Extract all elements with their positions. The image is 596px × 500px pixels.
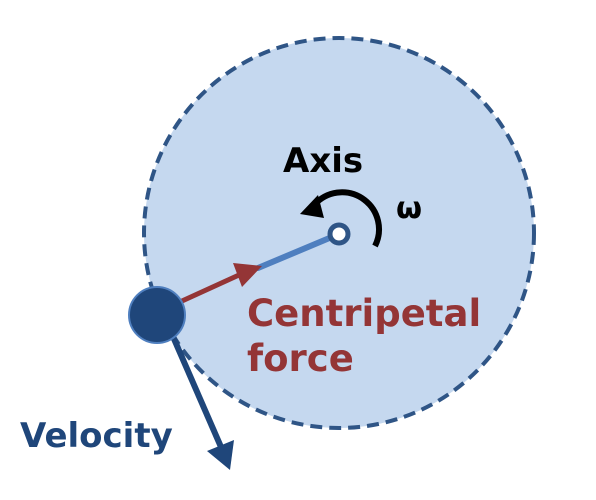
centripetal-force-label-line1: Centripetal [247,292,481,335]
axis-label: Axis [283,141,363,181]
omega-label: ω [396,191,422,226]
centripetal-force-label-line2: force [247,337,354,380]
centripetal-force-arrowhead [233,263,262,287]
rotating-mass [128,286,186,344]
velocity-arrow [168,330,224,449]
radius-line [255,231,342,271]
centripetal-force-arrow [180,272,241,304]
velocity-arrowhead [207,440,234,470]
axis-point [327,222,351,246]
velocity-label: Velocity [20,416,173,456]
counterclockwise-rotation-arrow-icon [300,189,382,248]
